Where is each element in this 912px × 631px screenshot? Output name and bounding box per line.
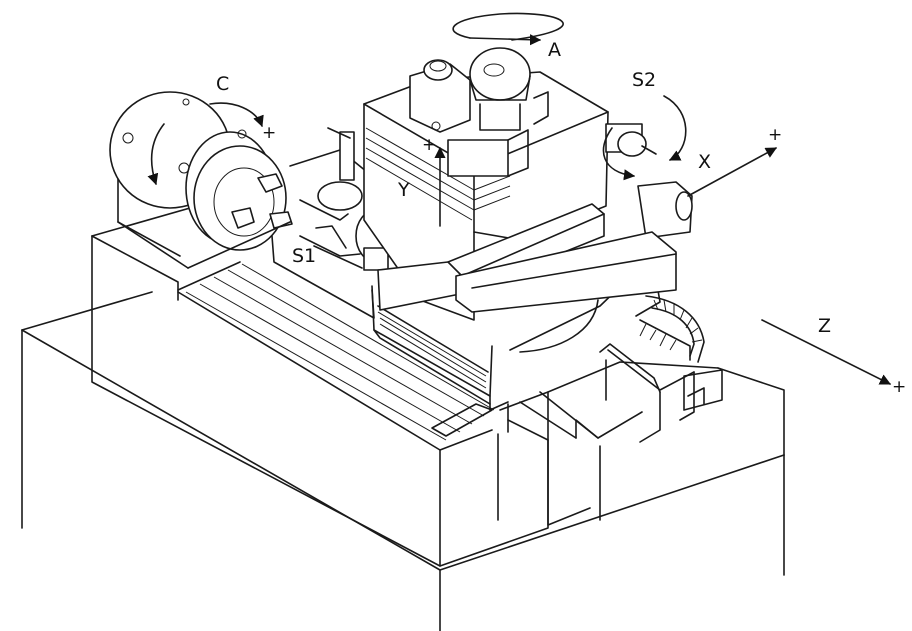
saddle	[377, 203, 677, 313]
label-z: Z	[818, 315, 831, 337]
spindle-s2	[409, 47, 693, 239]
column-slide	[371, 255, 661, 411]
c-axis-arc	[209, 102, 264, 128]
plus-y: +	[422, 135, 436, 155]
s2-rotation-arrow	[663, 95, 687, 161]
s1-leader	[313, 245, 363, 269]
a-axis-arc	[452, 12, 564, 41]
headstock	[109, 91, 293, 269]
label-y: Y	[397, 179, 410, 201]
label-s2: S2	[632, 69, 656, 91]
guideway-bed	[499, 343, 723, 526]
label-s1: S1	[292, 245, 316, 267]
axis-arrows	[147, 12, 892, 385]
chuck	[193, 145, 287, 251]
plus-c: +	[262, 123, 276, 143]
x-axis-arrow	[687, 147, 777, 197]
plus-z: +	[892, 377, 906, 397]
axis-labels: A C + S2 X + Y + S1 Z +	[216, 39, 906, 397]
chuck-jaw	[257, 173, 283, 193]
base-cabinet	[21, 291, 785, 631]
label-c: C	[216, 73, 229, 95]
plus-x: +	[768, 125, 782, 145]
z-axis-arrow	[761, 319, 892, 385]
label-x: X	[698, 151, 711, 173]
cable-carrier	[639, 295, 705, 363]
s1-spindle	[339, 131, 355, 181]
label-a: A	[548, 39, 561, 61]
motor-cap	[469, 47, 531, 101]
